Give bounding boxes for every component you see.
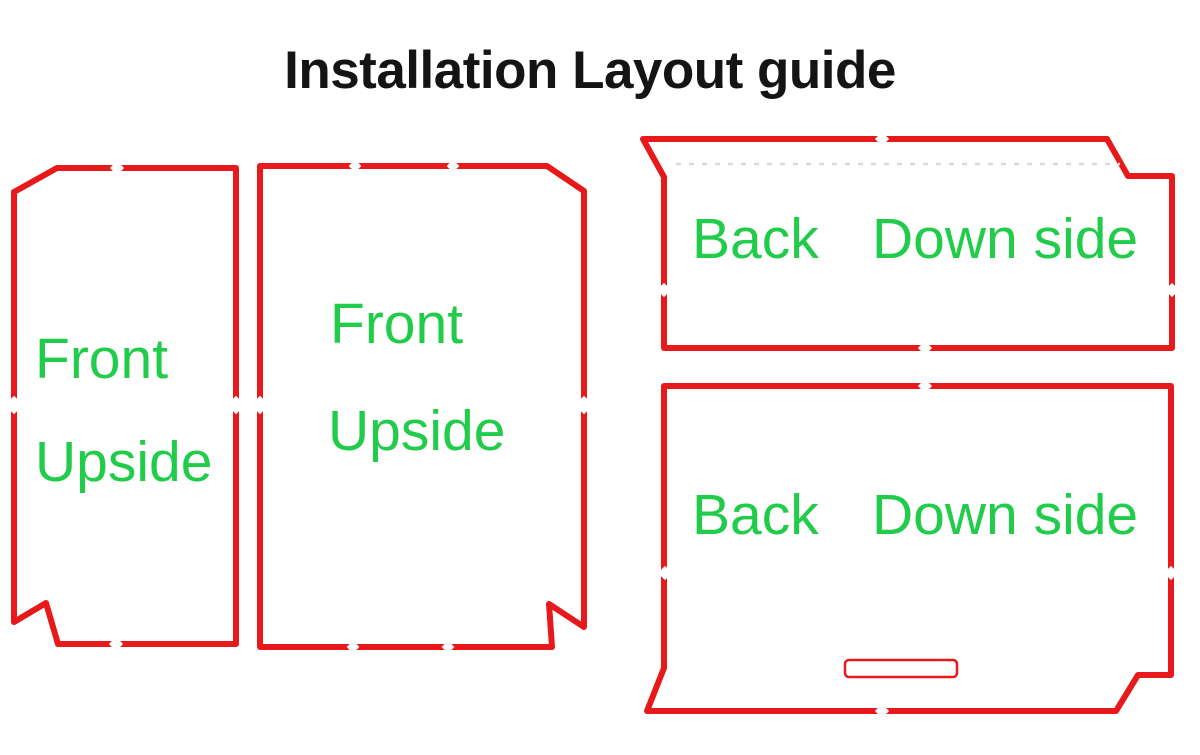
back-mat-bottom-label-downside: Down side (872, 483, 1139, 547)
back-mat-bottom-label-back: Back (692, 483, 819, 547)
front-mat-center-outline (257, 163, 587, 650)
back-mat-top-label-downside: Down side (872, 207, 1139, 271)
front-mat-center-label-front: Front (330, 292, 464, 356)
front-mat-center-label-upside: Upside (328, 399, 506, 463)
front-mat-left-label-front: Front (35, 327, 169, 391)
front-mat-left-label-upside: Upside (35, 430, 213, 494)
back-mat-top-outline (640, 136, 1175, 351)
front-mat-left-outline (11, 165, 239, 647)
page-title: Installation Layout guide (284, 41, 896, 100)
back-mat-bottom-outline (644, 383, 1174, 714)
slot-cutout (843, 658, 959, 679)
back-mat-top-label-back: Back (692, 207, 819, 271)
